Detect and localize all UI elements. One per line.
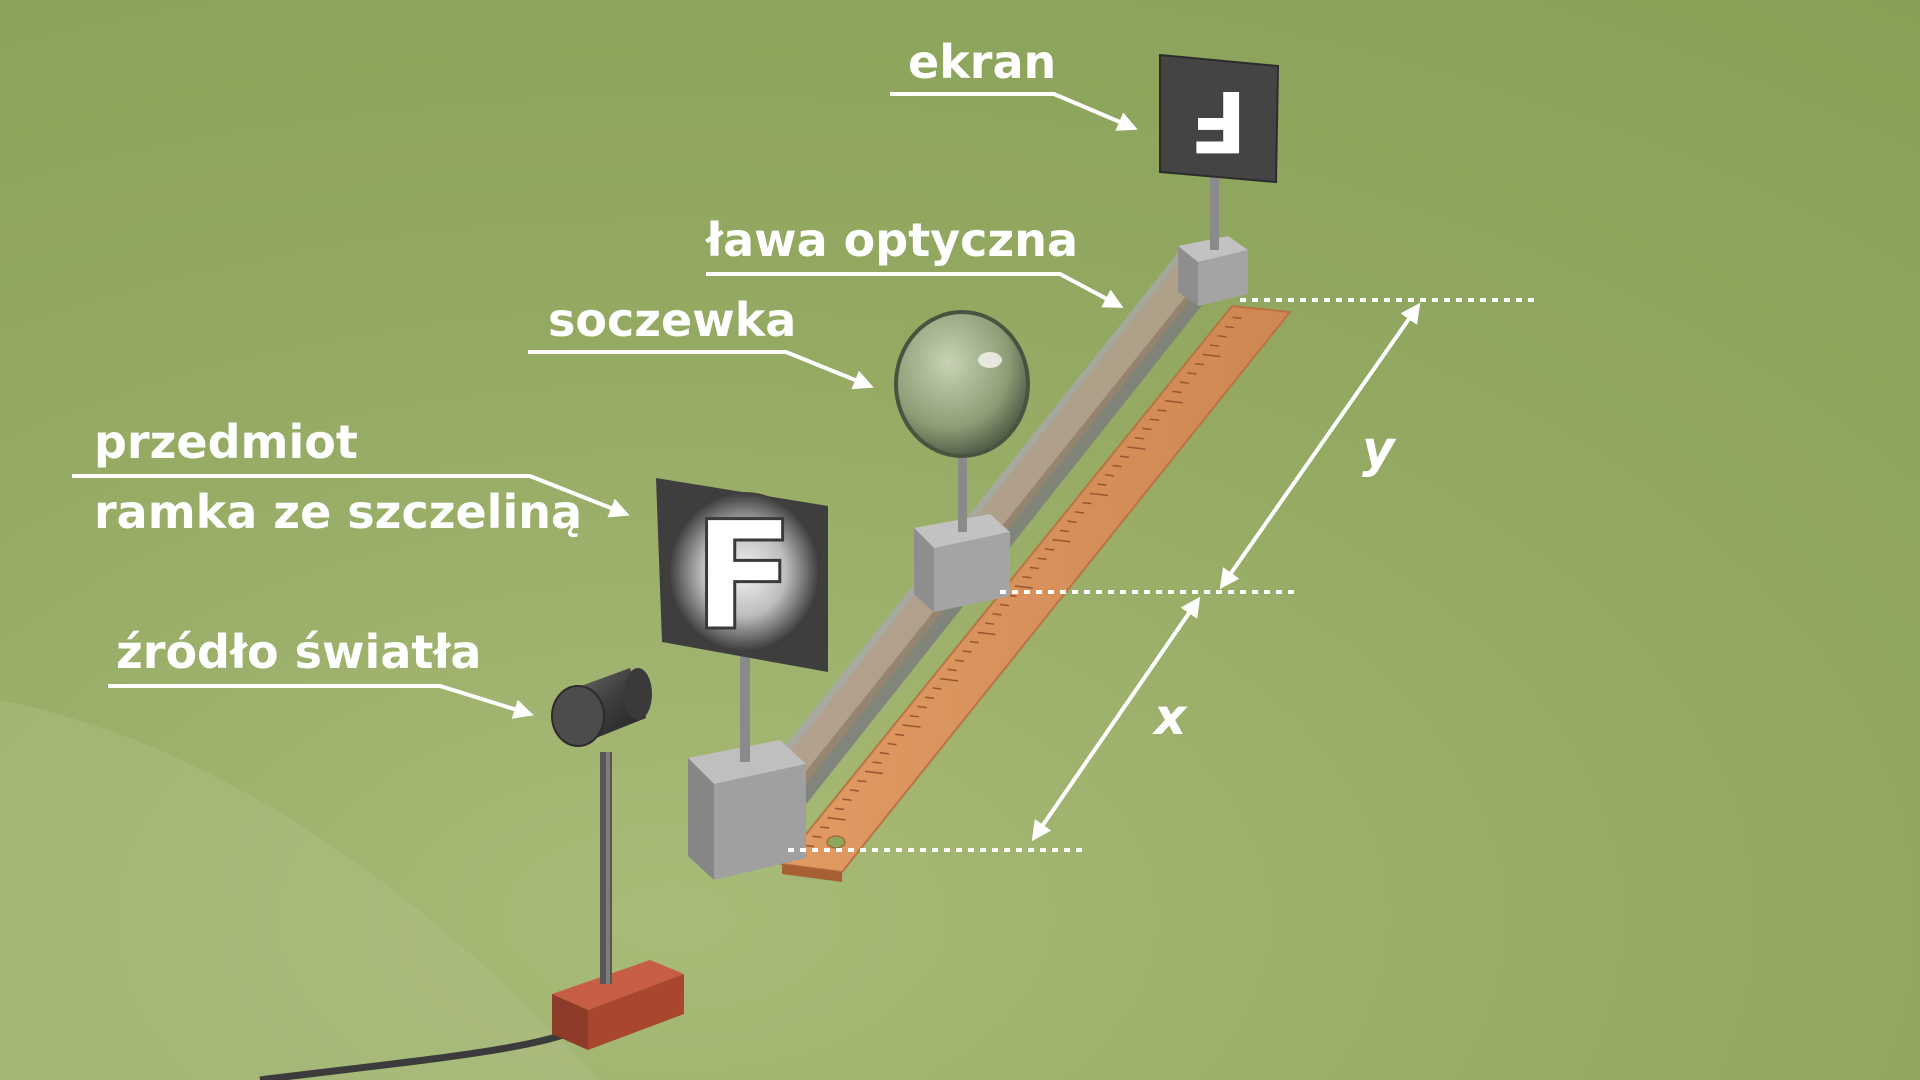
ruler-tick bbox=[812, 835, 822, 839]
label-ekran: ekran bbox=[908, 35, 1056, 89]
ruler-tick bbox=[1097, 483, 1107, 486]
ruler-tick bbox=[969, 640, 980, 644]
ruler-tick bbox=[857, 779, 867, 783]
object-frame: F bbox=[656, 478, 828, 672]
inverted-image: F bbox=[1189, 72, 1246, 170]
leader-lawa bbox=[706, 272, 1124, 308]
light-shadow bbox=[0, 700, 600, 1080]
ruler-tick bbox=[947, 668, 957, 672]
x-dimension-arrow bbox=[1031, 596, 1201, 842]
ruler-tick bbox=[1022, 575, 1032, 579]
ruler-tick bbox=[962, 650, 972, 653]
ruler-tick bbox=[1059, 529, 1070, 533]
ruler-tick bbox=[992, 613, 1002, 616]
ruler-tick bbox=[1202, 353, 1221, 358]
ruler-tick bbox=[834, 807, 845, 811]
ruler-tick bbox=[1172, 390, 1182, 394]
ruler-tick bbox=[864, 770, 884, 775]
leader-ekran bbox=[890, 92, 1138, 131]
ruler-tick bbox=[1112, 464, 1122, 468]
ruler-tick bbox=[932, 687, 942, 690]
lamp-head bbox=[551, 668, 652, 747]
leader-zrodlo bbox=[108, 684, 534, 719]
screen-stand bbox=[1178, 170, 1248, 306]
callouts bbox=[72, 92, 1138, 719]
ruler-tick bbox=[1134, 436, 1145, 440]
ruler-tick bbox=[1179, 381, 1190, 384]
svg-text:F: F bbox=[1189, 72, 1246, 170]
ruler-tick bbox=[1119, 455, 1130, 459]
ruler-tick bbox=[1067, 520, 1077, 523]
ruler-tick bbox=[1037, 557, 1047, 561]
ruler-tick bbox=[902, 724, 921, 728]
ruler-tick bbox=[1187, 372, 1197, 375]
ruler-tick bbox=[977, 631, 996, 636]
ruler-tick bbox=[1164, 399, 1184, 404]
ruler-tick bbox=[1104, 474, 1115, 477]
ruler-tick bbox=[842, 798, 852, 801]
y-label: y bbox=[1362, 420, 1397, 478]
ruler-tick bbox=[939, 677, 959, 682]
ruler-tick bbox=[849, 789, 860, 792]
light-source bbox=[259, 668, 684, 1080]
ruler-tick bbox=[999, 603, 1010, 607]
ruler-tick bbox=[827, 816, 846, 821]
label-przedmiot: przedmiot bbox=[94, 415, 358, 469]
ruler-tick bbox=[1014, 585, 1034, 589]
label-lawa-optyczna: ława optyczna bbox=[705, 213, 1078, 267]
ruler-tick bbox=[894, 733, 905, 737]
ruler-tick bbox=[1127, 446, 1146, 450]
label-ramka: ramka ze szczeliną bbox=[94, 485, 582, 539]
ruler-tick bbox=[924, 696, 935, 700]
ruler-tick bbox=[1194, 362, 1205, 366]
ruler-tick bbox=[1089, 492, 1109, 497]
y-dimension-arrow bbox=[1219, 302, 1421, 590]
label-zrodlo-swiatla: źródło światła bbox=[116, 625, 481, 679]
svg-text:F: F bbox=[693, 490, 795, 664]
ruler-tick bbox=[917, 705, 927, 709]
ruler-tick bbox=[1074, 511, 1085, 514]
x-label: x bbox=[1151, 688, 1188, 746]
ruler-tick bbox=[909, 714, 920, 718]
ruler-tick bbox=[804, 844, 815, 848]
ruler-tick bbox=[872, 761, 882, 764]
ruler-tick bbox=[887, 742, 897, 746]
leader-soczewka bbox=[528, 350, 874, 390]
object-stand bbox=[688, 650, 806, 880]
lens bbox=[894, 310, 1030, 458]
ruler-tick bbox=[1052, 538, 1071, 543]
screen: F bbox=[1159, 53, 1280, 184]
ruler-tick bbox=[1082, 501, 1092, 505]
ruler-tick bbox=[1157, 409, 1167, 412]
ruler-tick bbox=[1044, 548, 1055, 551]
ruler-tick bbox=[819, 826, 830, 829]
lens-stand bbox=[914, 448, 1010, 612]
label-soczewka: soczewka bbox=[548, 293, 796, 347]
ruler-tick bbox=[879, 752, 890, 755]
measurement bbox=[788, 298, 1536, 852]
ruler-tick bbox=[1149, 418, 1160, 422]
ruler-tick bbox=[954, 659, 965, 662]
ruler-tick bbox=[1209, 344, 1220, 347]
ruler-tick bbox=[984, 622, 995, 625]
ruler-tick bbox=[1142, 427, 1152, 431]
ruler-tick bbox=[1029, 566, 1040, 570]
leader-przedmiot bbox=[72, 474, 630, 518]
